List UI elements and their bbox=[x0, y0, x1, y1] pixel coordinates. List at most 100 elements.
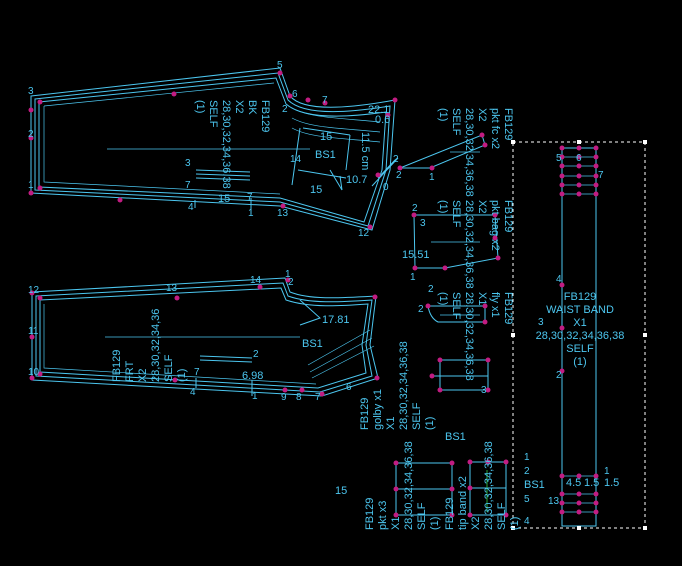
pattern-point[interactable] bbox=[29, 334, 35, 340]
pattern-point[interactable] bbox=[449, 460, 455, 466]
pattern-point[interactable] bbox=[449, 512, 455, 518]
pattern-point[interactable] bbox=[437, 357, 443, 363]
pattern-point[interactable] bbox=[305, 97, 311, 103]
pattern-point[interactable] bbox=[442, 265, 448, 271]
pattern-point[interactable] bbox=[559, 182, 565, 188]
pattern-point[interactable] bbox=[437, 387, 443, 393]
pattern-point[interactable] bbox=[28, 135, 34, 141]
pattern-point[interactable] bbox=[171, 91, 177, 97]
pattern-point[interactable] bbox=[503, 512, 509, 518]
pattern-point[interactable] bbox=[375, 172, 381, 178]
pattern-point[interactable] bbox=[479, 132, 485, 138]
pocket-bag-piece[interactable] bbox=[413, 214, 499, 269]
pattern-point[interactable] bbox=[495, 255, 501, 261]
pattern-point[interactable] bbox=[467, 485, 473, 491]
pattern-point[interactable] bbox=[28, 107, 34, 113]
pattern-point[interactable] bbox=[593, 491, 599, 497]
pattern-point[interactable] bbox=[322, 100, 328, 106]
pattern-point[interactable] bbox=[593, 145, 599, 151]
back-piece[interactable] bbox=[30, 67, 399, 231]
pattern-point[interactable] bbox=[576, 163, 582, 169]
pattern-point[interactable] bbox=[367, 224, 373, 230]
pattern-point[interactable] bbox=[37, 185, 43, 191]
pattern-point[interactable] bbox=[174, 295, 180, 301]
pattern-point[interactable] bbox=[559, 491, 565, 497]
selection-box[interactable] bbox=[511, 140, 647, 530]
pattern-point[interactable] bbox=[485, 387, 491, 393]
pattern-point[interactable] bbox=[559, 509, 565, 515]
pattern-point[interactable] bbox=[559, 368, 565, 374]
pattern-point[interactable] bbox=[287, 93, 293, 99]
pattern-point[interactable] bbox=[37, 295, 43, 301]
pattern-point[interactable] bbox=[593, 191, 599, 197]
pattern-point[interactable] bbox=[467, 512, 473, 518]
pattern-point[interactable] bbox=[559, 154, 565, 160]
pattern-point[interactable] bbox=[593, 182, 599, 188]
pattern-point[interactable] bbox=[482, 319, 488, 325]
pattern-point[interactable] bbox=[425, 303, 431, 309]
golby-piece[interactable] bbox=[432, 359, 489, 391]
pattern-point[interactable] bbox=[393, 486, 399, 492]
pattern-point[interactable] bbox=[503, 459, 509, 465]
pattern-point[interactable] bbox=[393, 512, 399, 518]
pattern-point[interactable] bbox=[429, 165, 435, 171]
pattern-point[interactable] bbox=[576, 191, 582, 197]
pattern-point[interactable] bbox=[397, 165, 403, 171]
pattern-point[interactable] bbox=[559, 473, 565, 479]
pattern-point[interactable] bbox=[257, 284, 263, 290]
pattern-point[interactable] bbox=[576, 182, 582, 188]
pattern-point[interactable] bbox=[411, 212, 417, 218]
pattern-point[interactable] bbox=[467, 459, 473, 465]
pattern-point[interactable] bbox=[492, 235, 498, 241]
pattern-point[interactable] bbox=[299, 387, 305, 393]
front-piece[interactable] bbox=[31, 277, 379, 397]
pattern-point[interactable] bbox=[576, 509, 582, 515]
pattern-point[interactable] bbox=[277, 70, 283, 76]
pattern-point[interactable] bbox=[485, 357, 491, 363]
fly-piece[interactable] bbox=[427, 305, 486, 323]
pattern-point[interactable] bbox=[559, 500, 565, 506]
pattern-point[interactable] bbox=[559, 163, 565, 169]
pattern-point[interactable] bbox=[412, 265, 418, 271]
pattern-point[interactable] bbox=[280, 203, 286, 209]
pattern-point[interactable] bbox=[559, 173, 565, 179]
pattern-point[interactable] bbox=[29, 290, 35, 296]
pattern-point[interactable] bbox=[593, 173, 599, 179]
pattern-point[interactable] bbox=[485, 459, 491, 465]
pattern-point[interactable] bbox=[576, 173, 582, 179]
pattern-point[interactable] bbox=[559, 191, 565, 197]
pattern-point[interactable] bbox=[576, 145, 582, 151]
pattern-point[interactable] bbox=[593, 473, 599, 479]
pattern-point[interactable] bbox=[559, 145, 565, 151]
pattern-point[interactable] bbox=[559, 282, 565, 288]
pattern-point[interactable] bbox=[576, 154, 582, 160]
pattern-point[interactable] bbox=[37, 371, 43, 377]
pattern-point[interactable] bbox=[593, 154, 599, 160]
pattern-point[interactable] bbox=[37, 99, 43, 105]
pattern-point[interactable] bbox=[282, 387, 288, 393]
pattern-point[interactable] bbox=[285, 277, 291, 283]
pattern-point[interactable] bbox=[576, 500, 582, 506]
pattern-point[interactable] bbox=[576, 491, 582, 497]
pattern-point[interactable] bbox=[319, 391, 325, 397]
pattern-point[interactable] bbox=[29, 375, 35, 381]
pattern-point[interactable] bbox=[449, 486, 455, 492]
pattern-point[interactable] bbox=[393, 460, 399, 466]
pattern-point[interactable] bbox=[576, 473, 582, 479]
pattern-point[interactable] bbox=[593, 500, 599, 506]
pattern-point[interactable] bbox=[482, 303, 488, 309]
pattern-point[interactable] bbox=[392, 97, 398, 103]
pattern-point[interactable] bbox=[593, 163, 599, 169]
pattern-point[interactable] bbox=[429, 373, 435, 379]
pattern-point[interactable] bbox=[559, 325, 565, 331]
pattern-point[interactable] bbox=[492, 212, 498, 218]
pattern-point[interactable] bbox=[482, 142, 488, 148]
pattern-point[interactable] bbox=[374, 375, 380, 381]
pattern-point[interactable] bbox=[28, 190, 34, 196]
pattern-point[interactable] bbox=[172, 377, 178, 383]
pattern-point[interactable] bbox=[117, 197, 123, 203]
pattern-point[interactable] bbox=[372, 294, 378, 300]
pattern-point[interactable] bbox=[593, 509, 599, 515]
pattern-point[interactable] bbox=[385, 112, 391, 118]
